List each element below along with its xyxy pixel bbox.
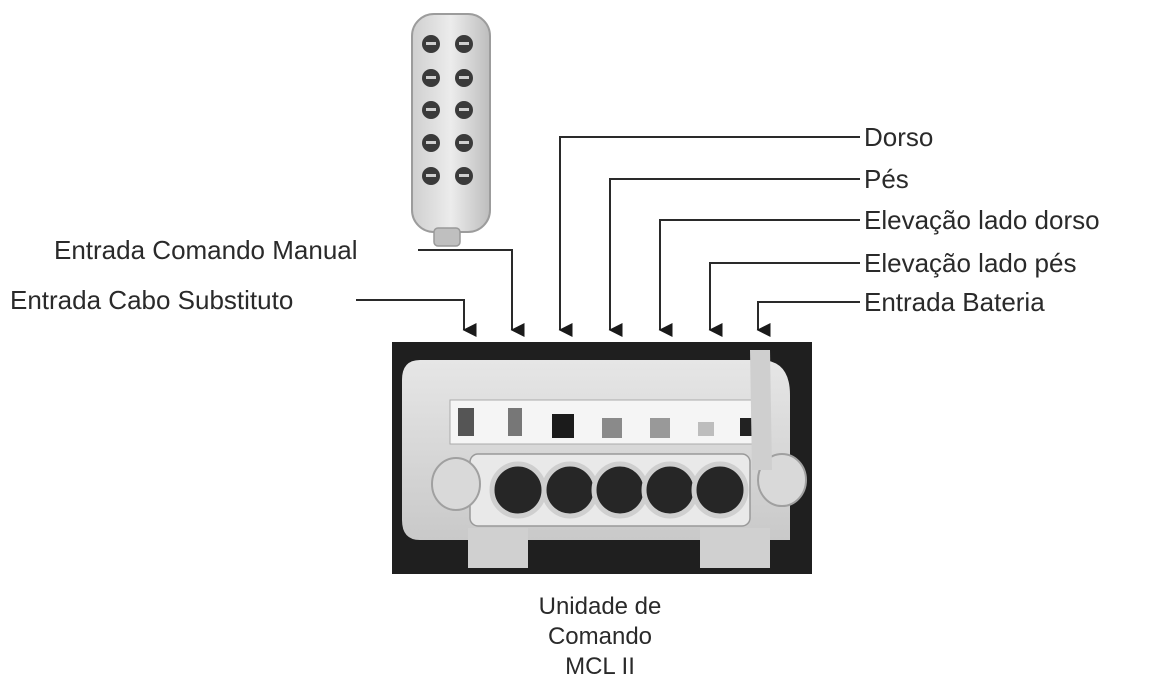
caption-line-1: Unidade de (520, 592, 680, 622)
label-dorso: Dorso (864, 124, 933, 150)
leader-entrada-bateria (758, 302, 860, 330)
label-pes: Pés (864, 166, 909, 192)
leader-pes (610, 179, 860, 330)
leader-entrada-cabo-substituto (356, 300, 464, 330)
unit-caption: Unidade de Comando MCL II (520, 592, 680, 682)
label-entrada-cabo-substituto: Entrada Cabo Substituto (10, 287, 293, 313)
caption-line-3: MCL II (520, 652, 680, 682)
label-elevacao-lado-dorso: Elevação lado dorso (864, 207, 1100, 233)
caption-line-2: Comando (520, 622, 680, 652)
leader-elevacao-pes (710, 263, 860, 330)
label-entrada-bateria: Entrada Bateria (864, 289, 1045, 315)
control-unit-photo-icon (392, 342, 812, 574)
leader-elevacao-dorso (660, 220, 860, 330)
label-entrada-comando-manual: Entrada Comando Manual (54, 237, 358, 263)
label-elevacao-lado-pes: Elevação lado pés (864, 250, 1076, 276)
hand-control-remote-icon (412, 14, 490, 246)
